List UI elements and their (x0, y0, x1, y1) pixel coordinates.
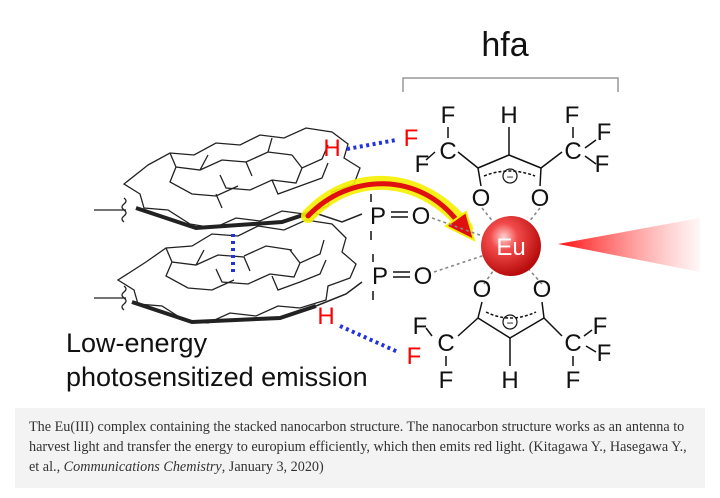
atom-o: O (531, 185, 550, 212)
figure-caption: The Eu(III) complex containing the stack… (15, 408, 705, 488)
atom-c: C (439, 138, 456, 165)
caption-date: , January 3, 2020) (221, 459, 324, 475)
atom-f: F (441, 102, 456, 129)
atom-f: F (597, 119, 612, 146)
hfa-ligand-top: F H F F C C F F O O (415, 102, 612, 212)
atom-f: F (595, 151, 610, 178)
phosphine-oxide-bottom: P O (372, 254, 432, 300)
o-atom-p-top: O (412, 203, 431, 230)
atom-f: F (597, 340, 612, 367)
atom-h: H (500, 102, 517, 129)
charge-minus-top: − (506, 170, 513, 184)
p-atom-top: P (370, 203, 386, 230)
hfa-ligand-top-bonds (425, 127, 597, 187)
emission-beam (558, 218, 700, 272)
wavy-bond-bottom (94, 285, 127, 311)
hbond-bottom-dots (339, 324, 399, 354)
atom-c: C (564, 138, 581, 165)
wavy-bond-top (94, 197, 127, 223)
atom-c: C (437, 330, 454, 357)
hbond-h-top: H (323, 135, 340, 162)
energy-transfer-arrowhead (444, 210, 476, 242)
phosphine-oxide-top: P O (370, 194, 430, 240)
nanocarbon-bottom-sheet (116, 219, 357, 325)
charge-circle-top (502, 168, 518, 184)
atom-f: F (439, 367, 454, 394)
atom-o: O (473, 276, 492, 303)
hbond-top-dots (346, 138, 397, 151)
hfa-label: hfa (481, 26, 528, 64)
p-atom-bottom: P (372, 263, 388, 290)
hbond-f-bottom: F (407, 343, 422, 370)
caption-journal: Communications Chemistry (63, 459, 222, 475)
charge-circle-bottom (502, 314, 518, 330)
nanocarbon-stack (94, 127, 363, 325)
hbond-f-top: F (404, 125, 419, 152)
complex-diagram: hfa H F H F P O (66, 26, 700, 394)
atom-f: F (413, 313, 428, 340)
o-atom-p-bottom: O (414, 263, 433, 290)
tagline-line-1: Low-energy (66, 328, 208, 358)
atom-h: H (501, 367, 518, 394)
atom-f: F (415, 151, 430, 178)
eu-atom-label: Eu (496, 234, 525, 261)
caption-text: The Eu(III) complex containing the stack… (29, 419, 687, 475)
hfa-ligand-bottom: O O F F C C F F H F (413, 276, 612, 394)
p-linker-bottom (315, 281, 363, 307)
atom-o: O (472, 185, 491, 212)
p-linker-top (311, 211, 363, 223)
atom-o: O (533, 276, 552, 303)
energy-transfer-arrow (305, 181, 461, 225)
charge-minus-bottom: − (506, 316, 513, 330)
hfa-bracket (402, 77, 619, 92)
tagline-line-2: photosensitized emission (66, 362, 368, 392)
hbond-h-bottom: H (317, 303, 334, 330)
atom-f: F (566, 367, 581, 394)
atom-f: F (565, 102, 580, 129)
atom-f: F (593, 313, 608, 340)
hfa-ligand-bottom-bonds (425, 301, 597, 366)
atom-c: C (564, 330, 581, 357)
eu-atom-sphere (481, 216, 541, 276)
